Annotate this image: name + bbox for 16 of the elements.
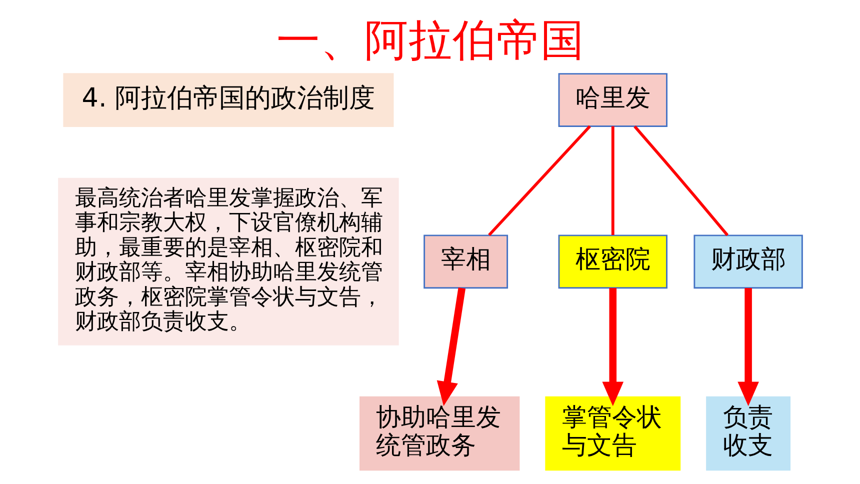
diagram-title: 一、阿拉伯帝国 — [276, 14, 584, 66]
node-box: 宰相 — [423, 234, 508, 289]
node-box: 掌管令状与文告 — [544, 396, 680, 471]
connector — [633, 125, 728, 236]
connector — [488, 125, 590, 236]
node-box: 协助哈里发统管政务 — [359, 396, 520, 471]
node-box: 4. 阿拉伯帝国的政治制度 — [62, 73, 394, 127]
node-box: 最高统治者哈里发掌握政治、军事和宗教大权，下设官僚机构辅助，最重要的是宰相、枢密院和财政部等。宰相协助哈里发统管政务，枢密院掌管令状与文告，财政部负责收支。 — [58, 178, 398, 346]
node-box: 财政部 — [693, 234, 802, 289]
arrow — [737, 288, 758, 406]
node-box: 哈里发 — [558, 73, 667, 127]
arrow — [602, 288, 624, 406]
node-box: 枢密院 — [558, 234, 667, 289]
arrow — [436, 287, 466, 406]
connector — [610, 126, 614, 236]
node-box: 负责收支 — [706, 396, 790, 471]
